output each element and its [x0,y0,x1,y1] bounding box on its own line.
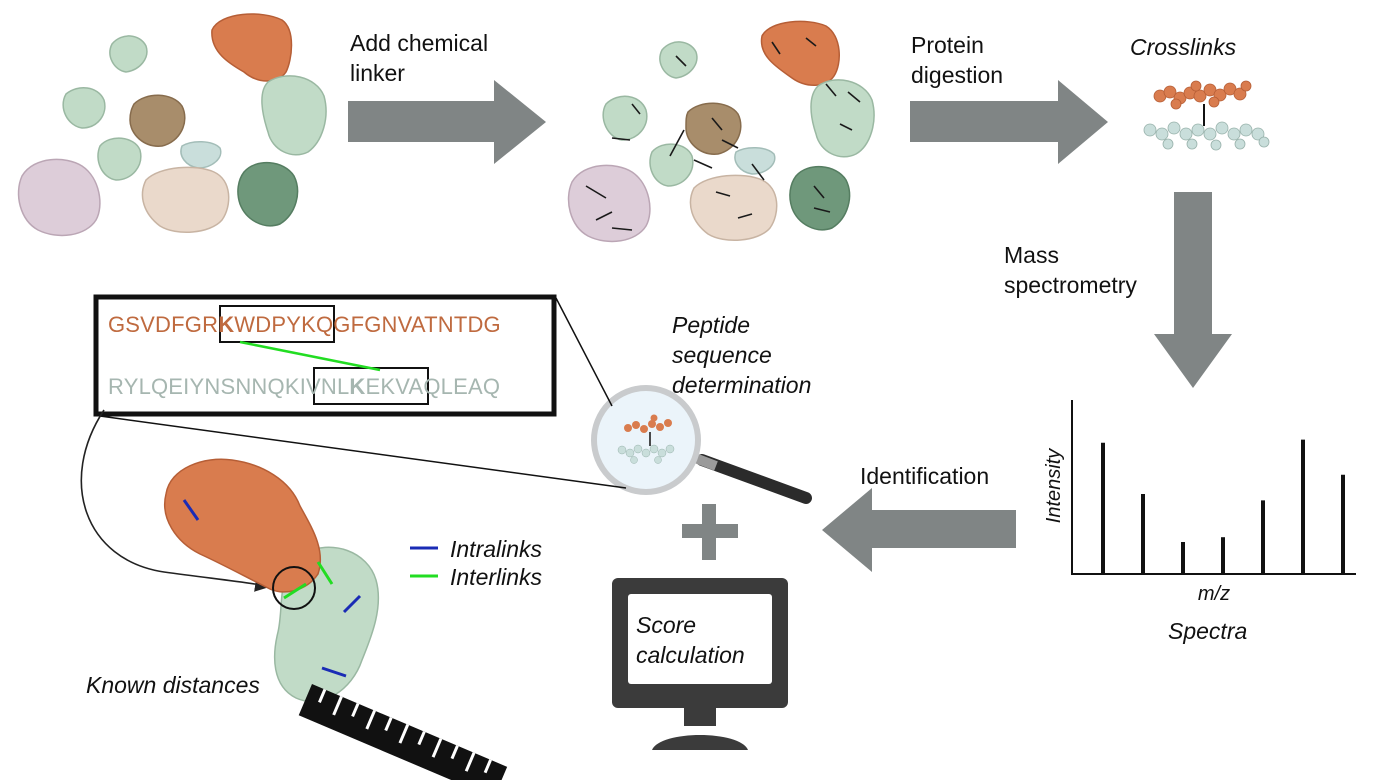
crosslink-line [715,191,731,197]
crosslink-line [839,123,853,131]
digestion-label: Protein digestion [911,32,1004,88]
sequence-panel [93,294,557,417]
interlink-line [316,561,334,585]
protein-cluster-crosslinked [567,20,875,243]
crosslink-site-box [219,305,335,343]
workflow-arrow-left [822,488,1016,572]
interlinks-legend-label: Interlinks [450,564,543,590]
crosslink-line [675,55,687,67]
crosslink-line [693,159,713,169]
tan-protein [129,94,186,147]
peptide-a-crosslinked-lysine: K [218,312,235,337]
identification-label: Identification [860,463,990,489]
crosslink-line [813,207,831,213]
crosslink-line [721,139,739,149]
crosslink-line [737,213,753,219]
crosslink-line [847,91,861,103]
teal-protein [734,147,776,175]
spectra-label: Spectra [1168,618,1248,644]
computer-monitor-icon [612,578,788,750]
crosslink-line [771,41,781,55]
crosslink-line [751,163,765,181]
green-protein [810,79,875,158]
crosslink-lines [585,37,861,231]
green-protein [649,143,694,187]
tan-protein [685,102,742,155]
crosslinks-label: Crosslinks [1130,34,1237,60]
green-protein [62,87,106,129]
workflow-arrow-right-2 [910,80,1108,164]
ruler-icon [298,684,508,780]
intralink-line [182,499,200,521]
protein-cluster-before [17,13,327,237]
spectrum-peaks [1101,439,1345,574]
lilac-protein [17,158,101,237]
crosslink-line [813,185,825,199]
orange-protein [211,13,293,82]
lilac-protein [567,164,651,243]
peptide-sequence-label: Peptide sequence determination [672,312,812,398]
crosslink-line [585,185,607,199]
green-protein [261,75,327,156]
zoom-line [99,415,627,489]
magnifier-icon [591,385,812,504]
teal-protein [180,141,222,169]
intralink-line [342,594,362,614]
dark-green-protein [237,161,299,227]
beige-protein [689,174,778,241]
crosslinked-peptides-icon [1143,80,1270,151]
peptide-b-crosslinked-lysine: K [349,374,366,399]
add-linker-label: Add chemical linker [350,30,489,86]
green-protein [97,137,142,181]
crosslink-line [631,103,641,115]
orange-protein [760,20,840,86]
curved-pointer-arrow [80,409,272,592]
interlink-line [283,582,307,600]
crosslink-line [825,83,837,97]
workflow-arrow-right-1 [348,80,546,164]
beige-protein [141,166,230,233]
crosslink-line [711,117,723,131]
crosslink-line [805,37,817,47]
intralinks-legend-label: Intralinks [450,536,543,562]
mass-spectrometry-label: Mass spectrometry [1004,242,1137,298]
interlink-line [239,340,381,372]
highlight-circle [272,566,316,610]
peptide-sequence-b: RYLQEIYNSNNQKIVNLKEKVAQLEAQ [108,374,500,400]
zoom-line [555,297,613,407]
plus-icon [682,504,738,560]
peptide-sequence-a: GSVDFGRKWDPYKQGFGNVATNTDG [108,312,501,338]
peptide-a-prefix: GSVDFGR [108,312,219,337]
crosslink-line [595,211,613,221]
known-distances-label: Known distances [86,672,260,698]
intralink-line [321,666,347,678]
crosslink-line [669,129,685,157]
workflow-arrow-down [1154,192,1232,388]
spectrum-x-axis-label: m/z [1198,583,1230,605]
score-calculation-label: Score calculation [636,612,745,668]
peptide-a-suffix: WDPYKQGFGNVATNTDG [234,312,501,337]
dark-green-protein [789,165,851,231]
crosslink-line [611,227,633,231]
mass-spectrum-plot: Intensity m/z [1043,400,1356,605]
peptide-b-suffix: EKVAQLEAQ [365,374,501,399]
green-protein [109,35,148,73]
green-protein [659,41,698,79]
spectrum-y-axis-label: Intensity [1043,448,1065,523]
peptide-b-prefix: RYLQEIYNSNNQKIVNL [108,374,350,399]
orange-protein-subunit [164,458,322,593]
protein-complex-structure [164,458,380,703]
crosslink-line [611,137,631,141]
green-protein [602,95,648,141]
